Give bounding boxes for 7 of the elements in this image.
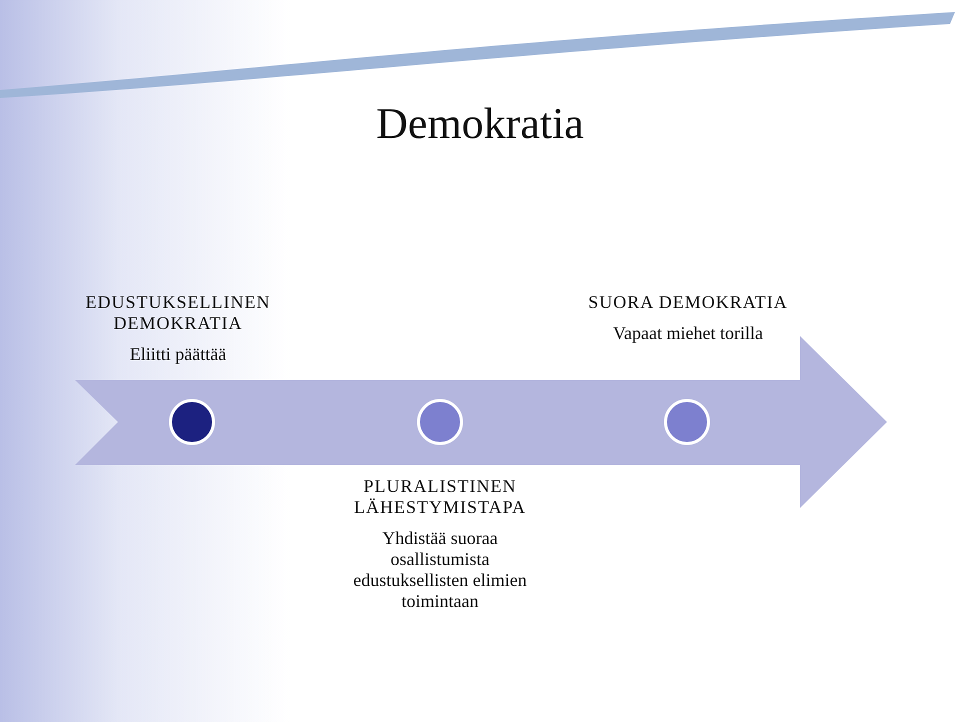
slide-title: Demokratia [375, 98, 585, 150]
stage-description: Vapaat miehet torilla [612, 323, 764, 344]
stage-description: Yhdistää suoraa osallistumista edustuksellisten elimien toimintaan [352, 528, 528, 612]
stage-heading: PLURALISTINEN LÄHESTYMISTAPA [353, 476, 527, 518]
stage-heading: SUORA DEMOKRATIA [587, 292, 789, 313]
stage-heading: EDUSTUKSELLINEN DEMOKRATIA [84, 292, 272, 334]
stage-description: Eliitti päättää [128, 344, 228, 365]
